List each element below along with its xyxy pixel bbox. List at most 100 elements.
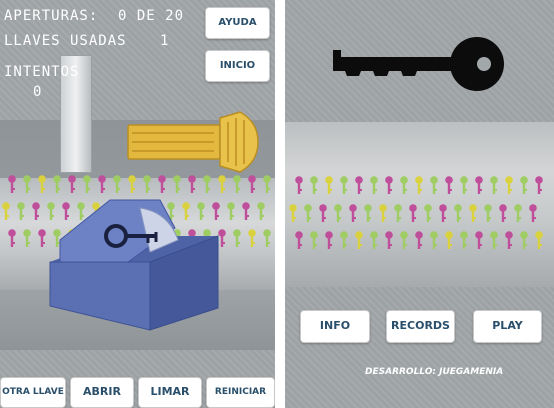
lock-pin xyxy=(218,175,226,193)
lock-pin xyxy=(248,229,256,247)
lock-pin xyxy=(415,231,423,249)
lock-pin xyxy=(167,202,175,220)
lock-pin xyxy=(77,202,85,220)
lock-pin xyxy=(83,175,91,193)
lock-pin xyxy=(490,231,498,249)
lock-pin xyxy=(400,176,408,194)
pin-field xyxy=(2,111,271,331)
intentos-value: 0 xyxy=(33,84,43,100)
lock-pin xyxy=(289,204,297,222)
lock-housing xyxy=(60,55,92,173)
lock-pin xyxy=(319,204,327,222)
lock-pin xyxy=(409,204,417,222)
lock-pin xyxy=(445,231,453,249)
lock-pin xyxy=(439,204,447,222)
developer-credit: Desarrollo: Juegamenia xyxy=(365,367,504,377)
lock-pin xyxy=(304,204,312,222)
lock-pin xyxy=(23,229,31,247)
lock-pin xyxy=(355,231,363,249)
lock-pin xyxy=(475,176,483,194)
lock-pin xyxy=(38,175,46,193)
lock-pin xyxy=(2,202,10,220)
lock-pin xyxy=(263,175,271,193)
lock-pin xyxy=(475,231,483,249)
lock-pin xyxy=(38,229,46,247)
lock-pin xyxy=(364,204,372,222)
lock-pin xyxy=(499,204,507,222)
lock-cylinder xyxy=(285,122,554,287)
lock-pin xyxy=(529,204,537,222)
lock-pin xyxy=(218,229,226,247)
llaves-usadas-label: Llaves usadas xyxy=(4,33,127,49)
lock-pin xyxy=(460,231,468,249)
lock-pin xyxy=(469,204,477,222)
lock-pin xyxy=(310,176,318,194)
abrir-button[interactable]: Abrir xyxy=(70,377,134,408)
ayuda-button[interactable]: Ayuda xyxy=(205,7,270,39)
lock-pin xyxy=(23,175,31,193)
lock-pin xyxy=(430,231,438,249)
lock-pin xyxy=(349,204,357,222)
game-screen: Aperturas: 0 de 20 Llaves usadas 1 Inten… xyxy=(0,0,275,408)
lock-pin xyxy=(233,175,241,193)
lock-pin xyxy=(295,231,303,249)
reiniciar-button[interactable]: Reiniciar xyxy=(206,377,275,408)
lock-pin xyxy=(445,176,453,194)
lock-pin xyxy=(505,231,513,249)
lock-pin xyxy=(182,202,190,220)
lock-pin xyxy=(257,202,265,220)
lock-pin xyxy=(535,231,543,249)
lock-pin xyxy=(520,231,528,249)
lock-pin xyxy=(310,231,318,249)
lock-pin xyxy=(340,231,348,249)
limar-button[interactable]: Limar xyxy=(138,377,202,408)
lock-pin xyxy=(415,176,423,194)
otra-llave-button[interactable]: Otra llave xyxy=(0,377,66,408)
lock-pin xyxy=(68,175,76,193)
lock-pin xyxy=(460,176,468,194)
lock-pin xyxy=(113,175,121,193)
lock-pin xyxy=(203,175,211,193)
lock-pin xyxy=(158,175,166,193)
lock-pin xyxy=(233,229,241,247)
lock-pin xyxy=(340,176,348,194)
lock-pin xyxy=(424,204,432,222)
lock-pin xyxy=(173,175,181,193)
lock-pin xyxy=(394,204,402,222)
records-button[interactable]: Records xyxy=(386,310,455,343)
play-button[interactable]: Play xyxy=(473,310,542,343)
lock-pin xyxy=(295,176,303,194)
lock-pin xyxy=(355,176,363,194)
lock-pin xyxy=(430,176,438,194)
lock-pin xyxy=(227,202,235,220)
info-button[interactable]: Info xyxy=(300,310,370,343)
lock-pin xyxy=(490,176,498,194)
lock-pin xyxy=(128,175,136,193)
key-silhouette-icon xyxy=(333,37,504,91)
llaves-usadas-value: 1 xyxy=(160,33,170,49)
title-screen: Info Records Play Desarrollo: Juegamenia xyxy=(285,0,554,408)
lock-pin xyxy=(98,175,106,193)
lock-pin xyxy=(17,202,25,220)
lock-pin xyxy=(334,204,342,222)
lock-pin xyxy=(454,204,462,222)
aperturas-value: 0 de 20 xyxy=(118,8,185,24)
lock-pin xyxy=(520,176,528,194)
aperturas-label: Aperturas: xyxy=(4,8,99,24)
lock-pin xyxy=(385,176,393,194)
lock-pin xyxy=(62,202,70,220)
lock-pin xyxy=(325,176,333,194)
lock-pin xyxy=(32,202,40,220)
lock-pin xyxy=(370,231,378,249)
lock-pin xyxy=(188,175,196,193)
inicio-button[interactable]: Inicio xyxy=(205,50,270,82)
lock-pin xyxy=(8,175,16,193)
lock-pin xyxy=(325,231,333,249)
lock-pin xyxy=(535,176,543,194)
lock-pin xyxy=(484,204,492,222)
lock-pin xyxy=(370,176,378,194)
lock-pin xyxy=(143,175,151,193)
lock-pin xyxy=(379,204,387,222)
brass-key xyxy=(127,111,259,173)
lock-pin xyxy=(505,176,513,194)
